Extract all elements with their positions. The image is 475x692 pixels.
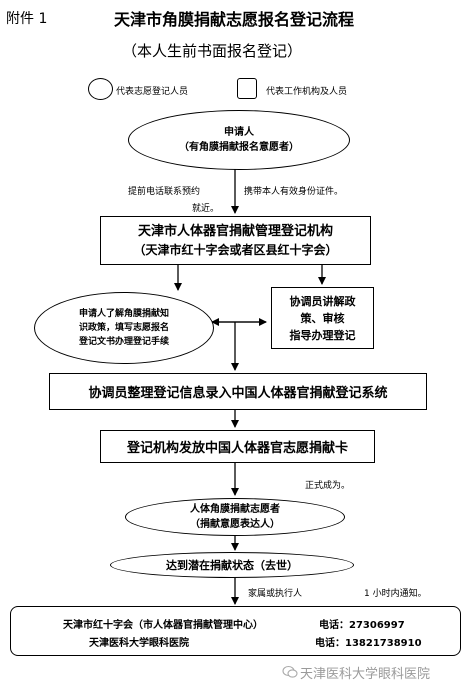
legend-circle-label: 代表志愿登记人员: [116, 87, 189, 97]
coordinator-line-2: 策、审核: [300, 311, 345, 325]
applicant-title: 申请人: [224, 127, 254, 138]
donation-state-text: 达到潜在捐献状态（去世）: [166, 559, 298, 572]
registry-title: 天津市人体器官捐献管理登记机构: [137, 223, 333, 239]
coordinator-line-3: 指导办理登记: [289, 328, 356, 342]
page-title: 天津市角膜捐献志愿报名登记流程: [114, 10, 355, 29]
node-issue-card: 登记机构发放中国人体器官志愿捐献卡: [100, 430, 375, 463]
node-applicant: 申请人 （有角膜捐献报名意愿者）: [128, 110, 350, 170]
legend-circle-symbol: [88, 78, 113, 100]
node-registry-organization: 天津市人体器官捐献管理登记机构 （天津市红十字会或者区县红十字会）: [100, 216, 371, 265]
node-donation-state: 达到潜在捐献状态（去世）: [110, 552, 354, 578]
contact-org-2: 天津医科大学眼科医院: [89, 638, 189, 649]
node-data-entry: 协调员整理登记信息录入中国人体器官捐献登记系统: [49, 373, 427, 410]
label-contact-nearby: 就近。: [192, 204, 220, 214]
issue-card-text: 登记机构发放中国人体器官志愿捐献卡: [126, 441, 348, 456]
wechat-icon: [282, 664, 298, 680]
label-contact-appointment: 提前电话联系预约: [128, 187, 201, 197]
contact-org-1: 天津市红十字会（市人体器官捐献管理中心）: [63, 620, 263, 631]
label-family-executor: 家属或执行人: [248, 589, 303, 599]
label-become-official: 正式成为。: [305, 481, 351, 491]
coordinator-line-1: 协调员讲解政: [289, 294, 356, 308]
legend-square-label: 代表工作机构及人员: [266, 87, 348, 97]
volunteer-subtitle: （捐献意愿表达人）: [190, 519, 280, 530]
node-volunteer: 人体角膜捐献志愿者 （捐献意愿表达人）: [125, 498, 345, 536]
contact-phone-1: 电话：27306997: [319, 620, 405, 631]
data-entry-text: 协调员整理登记信息录入中国人体器官捐献登记系统: [88, 386, 388, 401]
volunteer-title: 人体角膜捐献志愿者: [190, 504, 280, 515]
attachment-label: 附件 1: [6, 11, 48, 27]
node-applicant-learn: 申请人了解角膜捐献知 识政策，填写志愿报名 登记文书办理登记手续: [34, 292, 214, 364]
label-bring-id: 携带本人有效身份证件。: [244, 187, 344, 197]
applicant-learn-line-1: 申请人了解角膜捐献知: [78, 309, 169, 319]
page-subtitle: （本人生前书面报名登记）: [122, 42, 303, 60]
applicant-learn-line-3: 登记文书办理登记手续: [78, 337, 169, 347]
node-coordinator-explain: 协调员讲解政 策、审核 指导办理登记: [271, 287, 374, 349]
applicant-subtitle: （有角膜捐献报名意愿者）: [179, 142, 299, 153]
watermark-text: 天津医科大学眼科医院: [300, 667, 431, 682]
legend-square-symbol: [237, 78, 257, 99]
label-notify-within-hour: 1 小时内通知。: [364, 589, 427, 599]
registry-subtitle: （天津市红十字会或者区县红十字会）: [133, 242, 338, 257]
applicant-learn-line-2: 识政策，填写志愿报名: [78, 323, 169, 333]
node-contacts: 天津市红十字会（市人体器官捐献管理中心） 电话：27306997 天津医科大学眼…: [10, 606, 461, 656]
contact-phone-2: 电话：13821738910: [315, 638, 422, 649]
